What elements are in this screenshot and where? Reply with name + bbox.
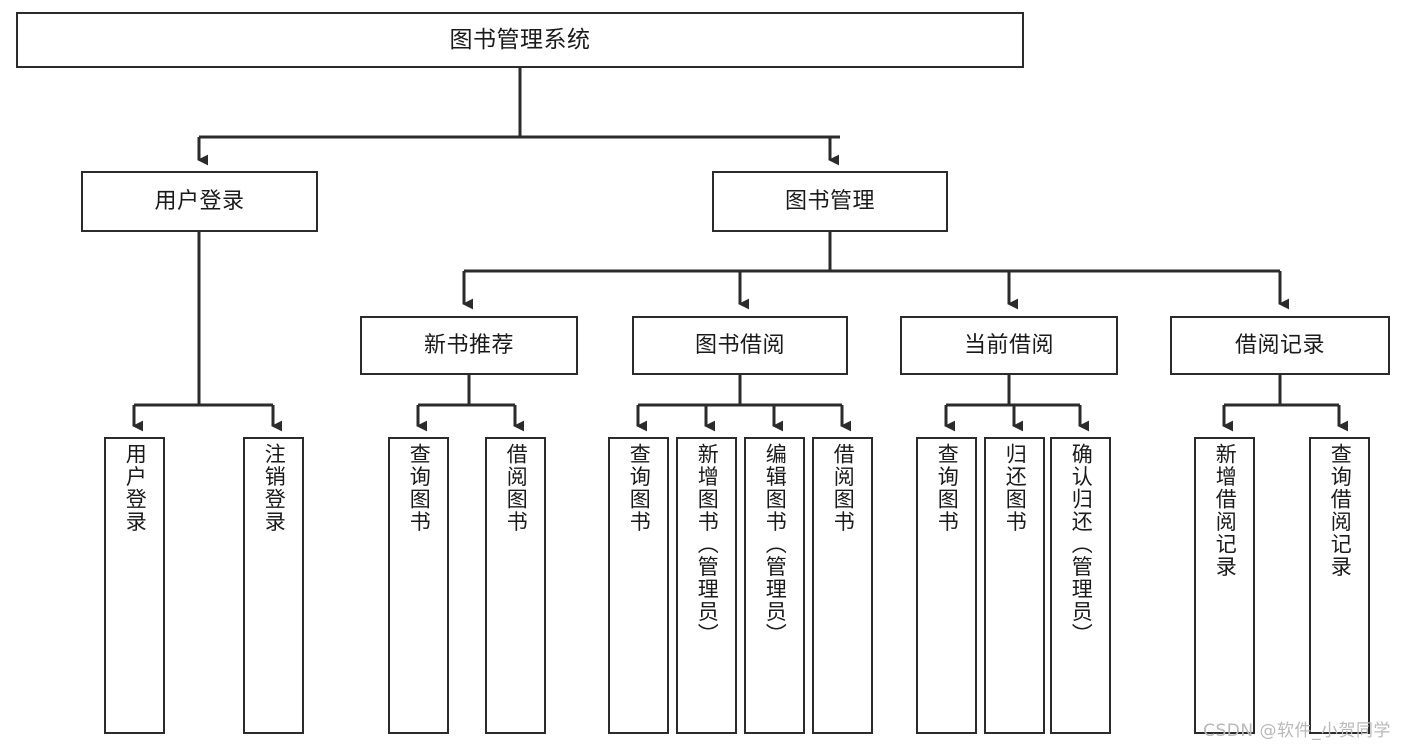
node-leaf-add-book[interactable]: 新增图书（管理员） xyxy=(676,437,737,734)
node-leaf-edit-book-label: 编辑图书（管理员） xyxy=(763,443,788,646)
node-current-borrow[interactable]: 当前借阅 xyxy=(900,316,1118,375)
watermark: CSDN @软件_小贺同学 xyxy=(1203,721,1391,741)
node-leaf-query-book-2[interactable]: 查询图书 xyxy=(608,437,669,734)
node-leaf-logout-login-label: 注销登录 xyxy=(262,443,287,533)
node-current-borrow-label: 当前借阅 xyxy=(963,332,1054,358)
node-leaf-query-book-3[interactable]: 查询图书 xyxy=(916,437,977,734)
node-new-book-recommend-label: 新书推荐 xyxy=(423,332,514,358)
node-leaf-add-record-label: 新增借阅记录 xyxy=(1213,443,1238,578)
node-borrow-record-label: 借阅记录 xyxy=(1234,332,1325,358)
node-user-login[interactable]: 用户登录 xyxy=(81,171,318,232)
node-leaf-query-book-1-label: 查询图书 xyxy=(407,443,432,533)
node-book-manage-label: 图书管理 xyxy=(784,188,875,214)
node-leaf-query-book-2-label: 查询图书 xyxy=(627,443,652,533)
node-leaf-edit-book[interactable]: 编辑图书（管理员） xyxy=(744,437,805,734)
node-leaf-add-record[interactable]: 新增借阅记录 xyxy=(1194,437,1255,734)
node-leaf-logout-login[interactable]: 注销登录 xyxy=(243,437,304,734)
node-root[interactable]: 图书管理系统 xyxy=(16,12,1024,68)
node-leaf-return-book-label: 归还图书 xyxy=(1003,443,1028,533)
node-user-login-label: 用户登录 xyxy=(154,188,245,214)
node-leaf-borrow-book-1-label: 借阅图书 xyxy=(504,443,529,533)
node-root-label: 图书管理系统 xyxy=(449,26,591,53)
node-leaf-add-book-label: 新增图书（管理员） xyxy=(695,443,720,646)
node-new-book-recommend[interactable]: 新书推荐 xyxy=(360,316,578,375)
node-leaf-borrow-book-1[interactable]: 借阅图书 xyxy=(485,437,546,734)
node-borrow-record[interactable]: 借阅记录 xyxy=(1170,316,1390,375)
node-leaf-return-book[interactable]: 归还图书 xyxy=(984,437,1045,734)
node-book-manage[interactable]: 图书管理 xyxy=(712,171,948,232)
node-book-borrow[interactable]: 图书借阅 xyxy=(632,316,848,375)
node-leaf-borrow-book-2-label: 借阅图书 xyxy=(831,443,856,533)
node-leaf-confirm-return-label: 确认归还（管理员） xyxy=(1069,443,1094,646)
node-leaf-borrow-book-2[interactable]: 借阅图书 xyxy=(812,437,873,734)
node-book-borrow-label: 图书借阅 xyxy=(694,332,785,358)
node-leaf-user-login[interactable]: 用户登录 xyxy=(104,437,165,734)
node-leaf-query-book-1[interactable]: 查询图书 xyxy=(388,437,449,734)
node-leaf-query-record[interactable]: 查询借阅记录 xyxy=(1309,437,1370,734)
node-leaf-user-login-label: 用户登录 xyxy=(123,443,148,533)
node-leaf-confirm-return[interactable]: 确认归还（管理员） xyxy=(1050,437,1111,734)
node-leaf-query-record-label: 查询借阅记录 xyxy=(1328,443,1353,578)
node-leaf-query-book-3-label: 查询图书 xyxy=(935,443,960,533)
